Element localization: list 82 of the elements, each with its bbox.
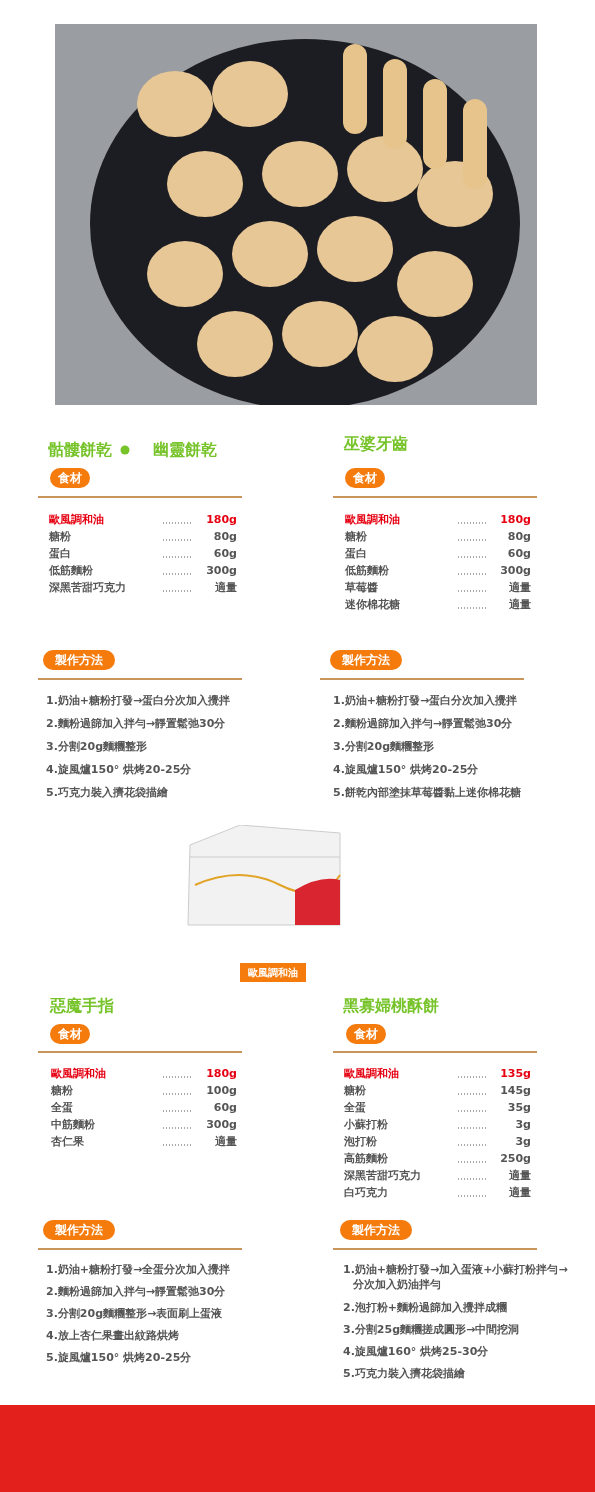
- step-text: 5.餅乾內部塗抹草莓醬黏上迷你棉花糖: [333, 785, 522, 800]
- step-text: 3.分割20g麵糰整形: [333, 739, 435, 754]
- ingredient-name: 中筋麵粉: [51, 1118, 95, 1132]
- step-text: 1.奶油+糖粉打發→全蛋分次加入攪拌: [46, 1262, 232, 1277]
- ingredient-amount: 145g: [499, 1084, 531, 1098]
- step-text: 1.奶油+糖粉打發→蛋白分次加入攪拌: [46, 693, 232, 708]
- section-badge: 製作方法: [43, 1220, 115, 1240]
- section-badge: 食材: [346, 1024, 386, 1044]
- step-text: 2.泡打粉+麵粉過篩加入攪拌成糰: [343, 1300, 509, 1315]
- step-text: 4.旋風爐160° 烘烤25-30分: [343, 1344, 490, 1359]
- ingredient-name: 白巧克力: [344, 1186, 388, 1200]
- step-text: 3.分割25g麵糰搓成圓形→中間挖洞: [343, 1322, 521, 1337]
- recipe-title: 惡魔手指: [50, 996, 114, 1017]
- ingredient-amount: 35g: [506, 1101, 531, 1115]
- step-text: 5.巧克力裝入擠花袋描繪: [46, 785, 169, 800]
- section-badge: 食材: [50, 1024, 90, 1044]
- recipe-title: 幽靈餅乾: [153, 440, 217, 461]
- section-badge: 食材: [50, 468, 90, 488]
- ingredient-amount: 300g: [205, 1118, 237, 1132]
- ingredient-name: 糖粉: [49, 530, 71, 544]
- ingredient-name: 杏仁果: [51, 1135, 84, 1149]
- ingredient-amount: 適量: [508, 1169, 531, 1183]
- ingredient-name: 低筋麵粉: [49, 564, 93, 578]
- ingredient-name: 蛋白: [49, 547, 71, 561]
- ingredient-amount: 3g: [514, 1118, 531, 1132]
- ingredient-name: 高筋麵粉: [344, 1152, 388, 1166]
- section-badge: 食材: [345, 468, 385, 488]
- ingredient-amount: 100g: [205, 1084, 237, 1098]
- ingredient-name: 蛋白: [345, 547, 367, 561]
- ingredient-name: 糖粉: [345, 530, 367, 544]
- ingredient-amount: 180g: [205, 1067, 237, 1081]
- step-text: 4.放上杏仁果畫出紋路烘烤: [46, 1328, 180, 1343]
- ingredient-name: 深黑苦甜巧克力: [49, 581, 126, 595]
- recipe-title: 骷髏餅乾: [48, 440, 112, 461]
- step-text: 5.巧克力裝入擠花袋描繪: [343, 1366, 466, 1381]
- ingredient-name: 糖粉: [51, 1084, 73, 1098]
- step-text: 5.旋風爐150° 烘烤20-25分: [46, 1350, 193, 1365]
- ingredient-name: 歐風調和油: [345, 513, 400, 527]
- ingredient-amount: 80g: [506, 530, 531, 544]
- ingredient-name: 迷你棉花糖: [345, 598, 400, 612]
- ingredient-amount: 300g: [205, 564, 237, 578]
- section-badge: 製作方法: [43, 650, 115, 670]
- ingredient-amount: 300g: [499, 564, 531, 578]
- ingredient-name: 低筋麵粉: [345, 564, 389, 578]
- ingredient-amount: 80g: [212, 530, 237, 544]
- ingredient-amount: 60g: [212, 1101, 237, 1115]
- ingredient-amount: 3g: [514, 1135, 531, 1149]
- ingredient-amount: 適量: [214, 1135, 237, 1149]
- step-text: 1.奶油+糖粉打發→加入蛋液+小蘇打粉拌勻→分次加入奶油拌勻: [343, 1262, 569, 1292]
- ingredient-amount: 60g: [212, 547, 237, 561]
- ingredient-name: 糖粉: [344, 1084, 366, 1098]
- product-label: 歐風調和油: [240, 963, 306, 982]
- step-text: 2.麵粉過篩加入拌勻→靜置鬆弛30分: [46, 716, 227, 731]
- ingredient-amount: 250g: [499, 1152, 531, 1166]
- ingredient-amount: 180g: [499, 513, 531, 527]
- recipe-title: 巫婆牙齒: [344, 434, 408, 455]
- ingredient-amount: 180g: [205, 513, 237, 527]
- section-badge: 製作方法: [330, 650, 402, 670]
- ingredient-name: 歐風調和油: [51, 1067, 106, 1081]
- step-text: 1.奶油+糖粉打發→蛋白分次加入攪拌: [333, 693, 519, 708]
- ingredient-name: 全蛋: [344, 1101, 366, 1115]
- step-text: 2.麵粉過篩加入拌勻→靜置鬆弛30分: [46, 1284, 227, 1299]
- section-badge: 製作方法: [340, 1220, 412, 1240]
- ingredient-amount: 135g: [499, 1067, 531, 1081]
- ingredient-amount: 適量: [214, 581, 237, 595]
- recipe-title: 黑寡婦桃酥餅: [343, 996, 439, 1017]
- ingredient-name: 小蘇打粉: [344, 1118, 388, 1132]
- ingredient-name: 歐風調和油: [49, 513, 104, 527]
- ingredient-name: 草莓醬: [345, 581, 378, 595]
- ingredient-amount: 適量: [508, 581, 531, 595]
- step-text: 4.旋風爐150° 烘烤20-25分: [333, 762, 480, 777]
- ingredient-amount: 適量: [508, 1186, 531, 1200]
- step-text: 2.麵粉過篩加入拌勻→靜置鬆弛30分: [333, 716, 514, 731]
- ingredient-name: 深黑苦甜巧克力: [344, 1169, 421, 1183]
- ingredient-amount: 適量: [508, 598, 531, 612]
- ingredient-name: 全蛋: [51, 1101, 73, 1115]
- step-text: 3.分割20g麵糰整形: [46, 739, 148, 754]
- ingredient-name: 歐風調和油: [344, 1067, 399, 1081]
- ingredient-name: 泡打粉: [344, 1135, 377, 1149]
- step-text: 3.分割20g麵糰整形→表面刷上蛋液: [46, 1306, 224, 1321]
- ingredient-amount: 60g: [506, 547, 531, 561]
- step-text: 4.旋風爐150° 烘烤20-25分: [46, 762, 193, 777]
